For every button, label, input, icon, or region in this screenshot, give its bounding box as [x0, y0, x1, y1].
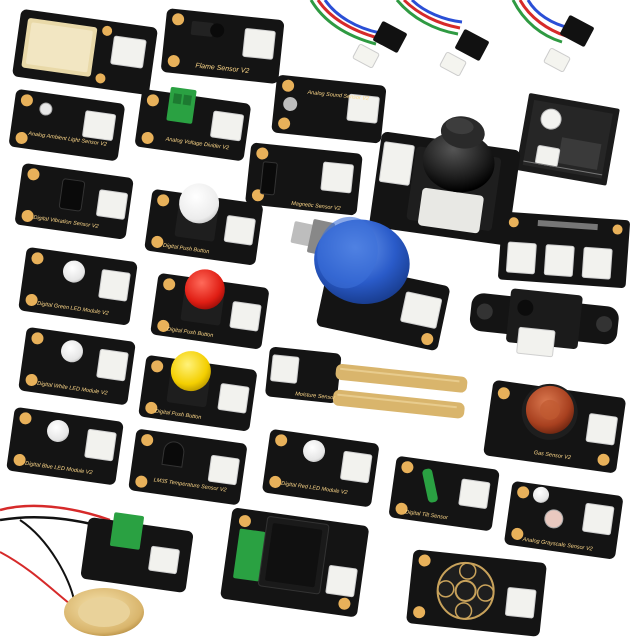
gas-sensor-module: Gas Sensor V2 [483, 380, 626, 473]
temperature-sensor-module: LM35 Temperature Sensor V2 [128, 429, 247, 505]
push-button-red-module: Digital Push Button [150, 269, 269, 349]
pir-sensor-module [516, 93, 620, 186]
moisture-label: Moisture Sensor [295, 391, 337, 401]
cable-bundle-1 [309, 0, 407, 69]
magnetic-label: Magnetic Sensor V2 [291, 201, 341, 212]
ir-distance-sensor-module [469, 288, 619, 358]
gas-label: Gas Sensor V2 [533, 450, 571, 461]
push-button-white-module: Digital Push Button [144, 183, 263, 265]
moisture-sensor-module: Moisture Sensor [265, 346, 468, 419]
push-button-yellow-module: Digital Push Button [138, 351, 257, 431]
joystick-module [369, 116, 521, 245]
sound-sensor-module: Analog Sound Sensor V2 [271, 75, 387, 144]
vibration-sensor-module: Digital Vibration Sensor V2 [15, 163, 134, 240]
magnetic-sensor-module: Magnetic Sensor V2 [245, 142, 363, 216]
tilt-sensor-module: Digital Tilt Sensor [389, 456, 500, 531]
cable-bundle-3 [511, 0, 594, 73]
connector-breakout-board [498, 211, 630, 288]
touch-sensor-module [12, 9, 158, 95]
relay-module [220, 508, 369, 617]
flame-sensor-module: Flame Sensor V2 [161, 8, 285, 84]
red-led-module: Digital Red LED Module V2 [262, 429, 379, 507]
cable-bundle-2 [395, 0, 489, 77]
steam-sensor-module [406, 549, 547, 637]
green-led-module: Digital Green LED Module V2 [18, 247, 138, 325]
rotation-potentiometer-module [290, 216, 450, 351]
white-led-module: Digital White LED Module V2 [18, 327, 136, 405]
voltage-divider-module: Analog Voltage Divider V2 [135, 86, 251, 161]
grayscale-sensor-module: Analog Grayscale Sensor V2 [504, 481, 623, 559]
blue-led-module: Digital Blue LED Module V2 [6, 407, 124, 485]
ambient-light-sensor-module: Analog Ambient Light Sensor V2 [9, 89, 125, 161]
piezo-disk-module [0, 504, 194, 636]
